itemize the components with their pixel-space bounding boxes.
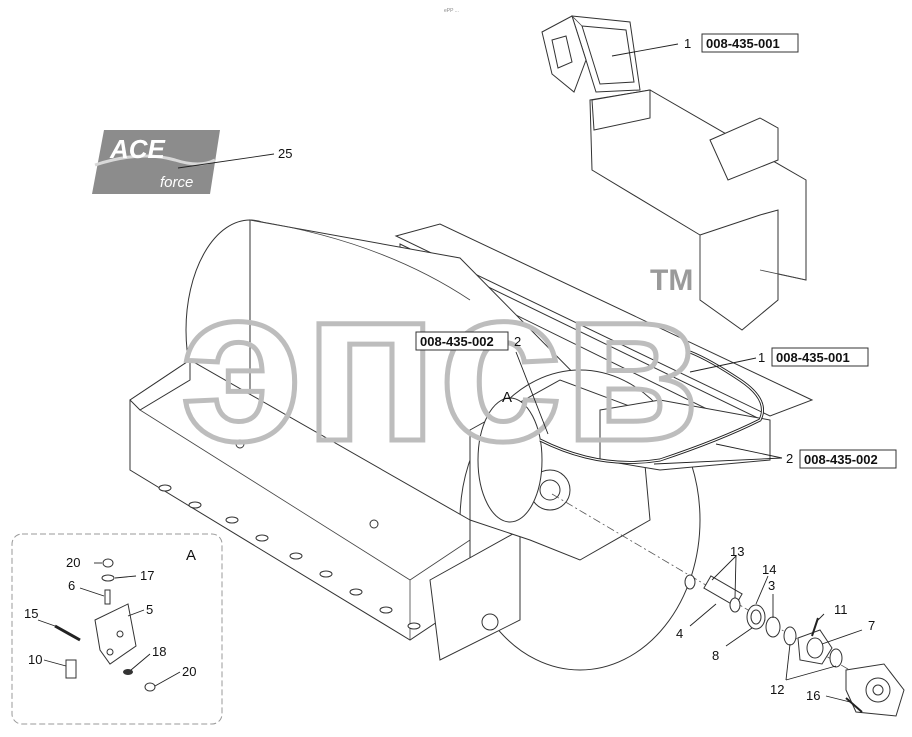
washer-17 bbox=[101, 574, 115, 582]
callout-8: 8 bbox=[712, 648, 719, 663]
callout-2-left: 2 bbox=[514, 334, 521, 349]
detail-callout-5: 5 bbox=[146, 602, 153, 617]
seal-3 bbox=[765, 616, 781, 638]
logo-brand: ACE bbox=[109, 134, 166, 164]
callout-3: 3 bbox=[768, 578, 775, 593]
ref-1-top[interactable]: 008-435-001 bbox=[706, 36, 780, 51]
bracket-5 bbox=[94, 603, 137, 665]
callout-25: 25 bbox=[278, 146, 292, 161]
ace-force-logo: ACE force bbox=[92, 130, 220, 194]
bolt-15 bbox=[54, 624, 81, 642]
callout-11: 11 bbox=[834, 602, 848, 617]
callout-7: 7 bbox=[868, 618, 875, 633]
ref-2-left[interactable]: 008-435-002 bbox=[420, 334, 494, 349]
detail-callout-20a: 20 bbox=[66, 555, 80, 570]
callout-1-top: 1 bbox=[684, 36, 691, 51]
nut-20a bbox=[102, 558, 114, 568]
watermark-tm: TM bbox=[650, 264, 693, 297]
detail-callout-20b: 20 bbox=[182, 664, 196, 679]
display-module bbox=[541, 15, 641, 93]
oring-12a bbox=[783, 626, 797, 646]
leader-lines bbox=[37, 43, 863, 703]
bolt-16 bbox=[845, 697, 863, 713]
detail-callout-18: 18 bbox=[152, 644, 166, 659]
pin-6 bbox=[104, 589, 111, 605]
roller-frame bbox=[129, 219, 881, 689]
detail-callout-10: 10 bbox=[28, 652, 42, 667]
detail-view-a: A bbox=[11, 533, 223, 725]
oring-13b bbox=[729, 597, 741, 613]
callout-13: 13 bbox=[730, 544, 744, 559]
detail-callout-6: 6 bbox=[68, 578, 75, 593]
ref-1-mid[interactable]: 008-435-001 bbox=[776, 350, 850, 365]
callout-4: 4 bbox=[676, 626, 683, 641]
oring-12b bbox=[829, 648, 843, 668]
hydraulic-motor bbox=[845, 663, 905, 717]
header-label: ePP ... bbox=[444, 8, 459, 14]
callouts: 1 008-435-001 25 008-435-002 2 A 1 008-4… bbox=[24, 33, 897, 703]
sleeve-10 bbox=[65, 659, 77, 679]
watermark: эпсв TM bbox=[178, 239, 703, 490]
logo-sub: force bbox=[160, 174, 193, 191]
bolt-11 bbox=[811, 617, 819, 637]
bolt-row bbox=[158, 439, 421, 630]
callout-2-right: 2 bbox=[786, 451, 793, 466]
ref-2-right[interactable]: 008-435-002 bbox=[804, 452, 878, 467]
watermark-text: эпсв bbox=[180, 241, 700, 487]
detail-label: A bbox=[186, 547, 196, 564]
callout-12: 12 bbox=[770, 682, 784, 697]
detail-callout-17: 17 bbox=[140, 568, 154, 583]
callout-1-mid: 1 bbox=[758, 350, 765, 365]
control-box bbox=[589, 89, 807, 331]
exploded-parts bbox=[684, 574, 905, 717]
oring-13a bbox=[684, 574, 696, 590]
callout-16: 16 bbox=[806, 688, 820, 703]
washer-18 bbox=[123, 669, 133, 675]
nut-20b bbox=[144, 682, 156, 692]
main-view-label: A bbox=[502, 389, 512, 406]
detail-callout-15: 15 bbox=[24, 606, 38, 621]
callout-14: 14 bbox=[762, 562, 776, 577]
